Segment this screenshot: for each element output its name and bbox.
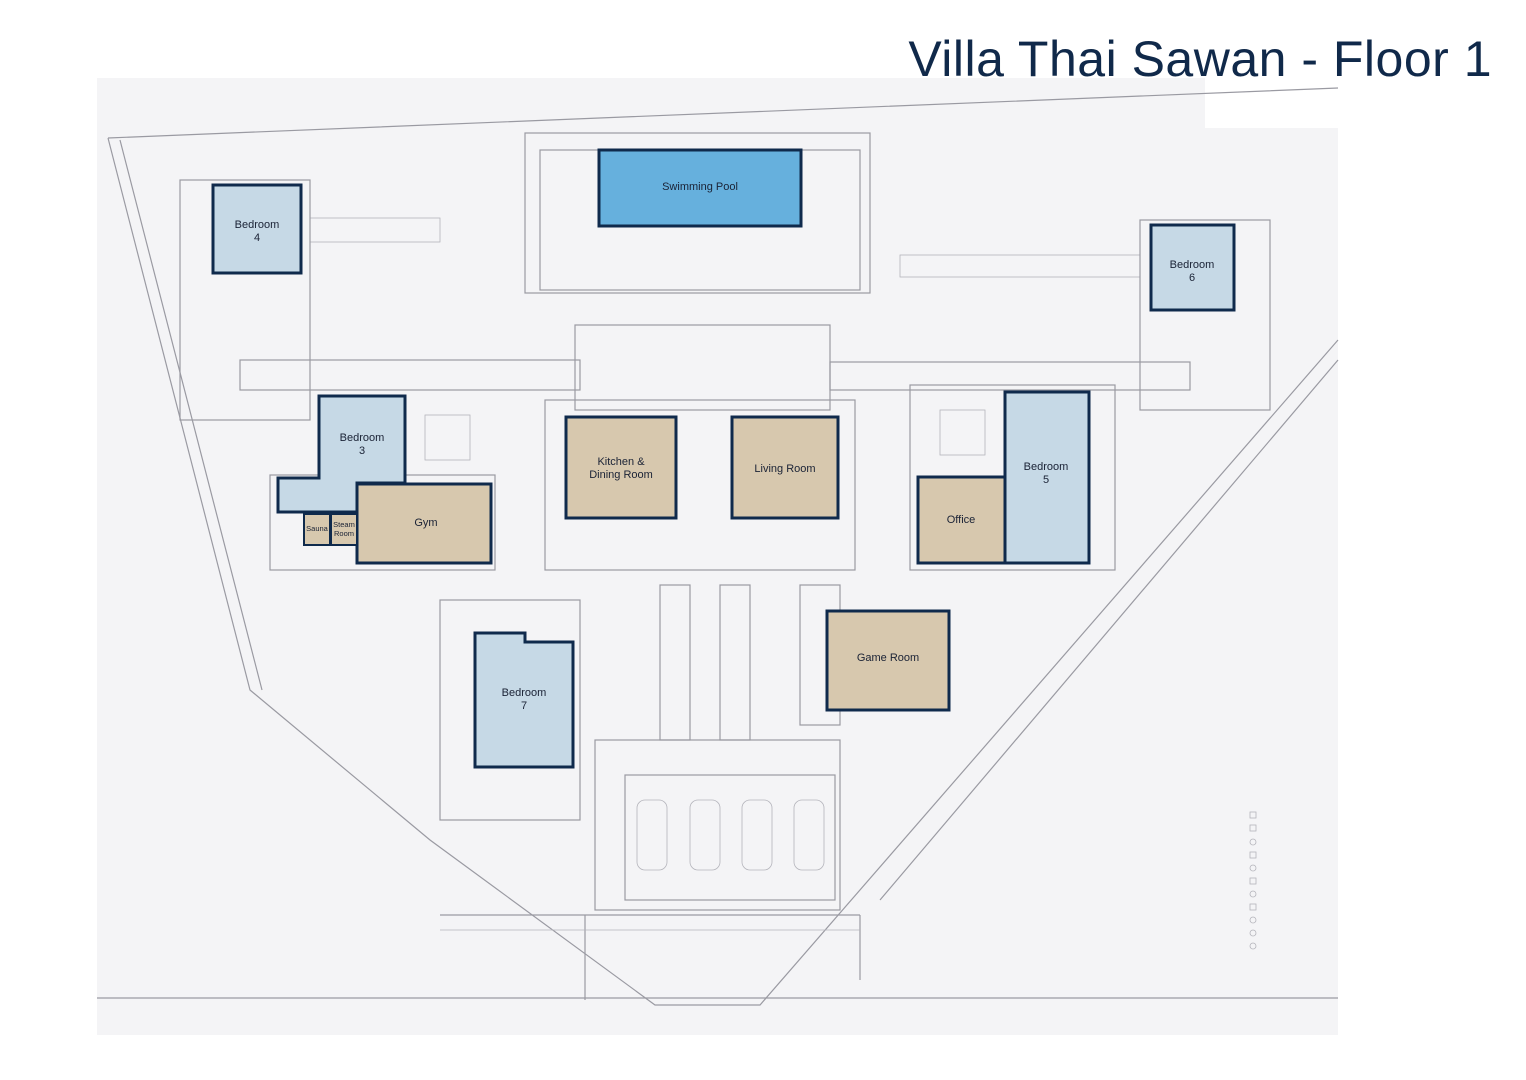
svg-text:Sauna: Sauna — [306, 524, 329, 533]
svg-text:7: 7 — [521, 700, 527, 712]
room-bedroom-5: Bedroom 5 — [1003, 390, 1091, 565]
svg-text:5: 5 — [1043, 474, 1049, 486]
room-bedroom-4: Bedroom 4 — [211, 183, 303, 275]
structure-lines — [179, 132, 1271, 1000]
svg-text:Room: Room — [334, 529, 354, 538]
svg-text:Office: Office — [947, 514, 976, 526]
svg-text:3: 3 — [359, 445, 365, 457]
room-game-room: Game Room — [825, 609, 951, 712]
site-boundary — [97, 87, 1339, 1006]
svg-text:Bedroom: Bedroom — [1170, 259, 1215, 271]
svg-text:Bedroom: Bedroom — [1024, 461, 1069, 473]
plan-title: Villa Thai Sawan - Floor 1 — [908, 31, 1492, 87]
room-office: Office — [916, 475, 1007, 565]
svg-text:Kitchen &: Kitchen & — [597, 456, 645, 468]
legend-symbols — [1249, 811, 1257, 950]
svg-text:Game Room: Game Room — [857, 652, 919, 664]
room-bedroom-6: Bedroom 6 — [1149, 223, 1236, 312]
svg-text:4: 4 — [254, 232, 260, 244]
room-sauna: Sauna — [303, 513, 331, 546]
svg-text:6: 6 — [1189, 272, 1195, 284]
svg-text:Bedroom: Bedroom — [340, 432, 385, 444]
room-living-room: Living Room — [730, 415, 840, 520]
svg-text:Swimming Pool: Swimming Pool — [662, 181, 738, 193]
svg-text:Dining Room: Dining Room — [589, 469, 653, 481]
svg-text:Steam: Steam — [333, 520, 355, 529]
room-gym: Gym — [355, 482, 493, 565]
svg-text:Bedroom: Bedroom — [502, 687, 547, 699]
room-steam-room: Steam Room — [330, 513, 358, 546]
svg-text:Living Room: Living Room — [754, 463, 815, 475]
svg-text:Bedroom: Bedroom — [235, 219, 280, 231]
room-swimming-pool: Swimming Pool — [597, 148, 803, 228]
room-bedroom-7: Bedroom 7 — [473, 631, 575, 769]
room-kitchen-dining: Kitchen & Dining Room — [564, 415, 678, 520]
plan-paper — [97, 78, 1338, 1035]
svg-text:Gym: Gym — [414, 517, 437, 529]
